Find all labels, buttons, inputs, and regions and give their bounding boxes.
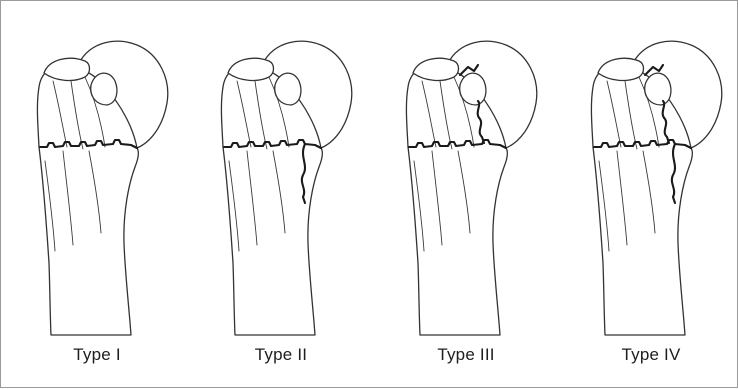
bicipital-fossa-3: [460, 73, 486, 105]
humerus-illustration-type-4: [559, 1, 738, 341]
greater-tubercle-4: [598, 58, 644, 80]
bicipital-fossa-1: [91, 73, 117, 105]
panel-label-type-1: Type I: [5, 345, 189, 365]
panel-label-type-3: Type III: [374, 345, 558, 365]
humerus-illustration-type-1: [5, 1, 189, 341]
panel-type-4: Type IV: [559, 1, 738, 389]
panel-type-1: Type I: [5, 1, 189, 389]
panel-label-type-4: Type IV: [559, 345, 738, 365]
bicipital-fossa-2: [275, 73, 301, 105]
panel-type-2: Type II: [189, 1, 373, 389]
greater-tubercle-1: [44, 58, 90, 80]
greater-tubercle-2: [228, 58, 274, 80]
greater-tubercle-3: [413, 58, 459, 80]
humerus-illustration-type-2: [189, 1, 373, 341]
panel-type-3: Type III: [374, 1, 558, 389]
panel-label-type-2: Type II: [189, 345, 373, 365]
humerus-illustration-type-3: [374, 1, 558, 341]
bicipital-fossa-4: [645, 73, 671, 105]
